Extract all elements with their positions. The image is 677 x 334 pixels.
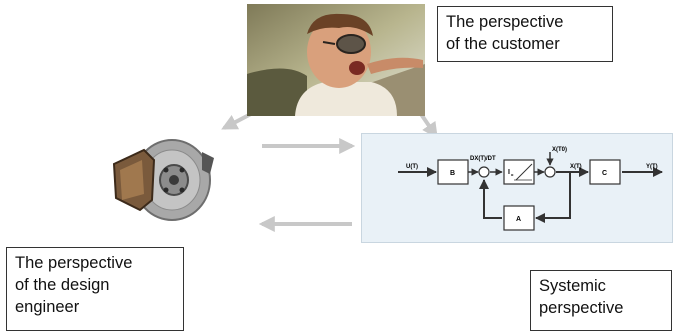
label-block-c: C	[602, 170, 607, 177]
signal-feedback-to-a	[535, 172, 571, 223]
systemic-perspective-box: Systemic perspective	[530, 270, 672, 331]
customer-label-line-2: of the customer	[446, 35, 560, 53]
engineer-perspective-box: The perspective of the design engineer	[6, 247, 184, 331]
engineer-label-line-2: of the design	[15, 276, 110, 294]
label-integrator: I	[508, 169, 510, 176]
block-diagram: U(T) DX(T)/DT X(T0) X(T) Y(T) B I o C A	[398, 147, 663, 231]
integrator-ramp	[515, 163, 533, 181]
engineer-label-line-1: The perspective	[15, 254, 133, 272]
summing-junction-2	[544, 166, 556, 178]
block-diagram-panel: U(T) DX(T)/DT X(T0) X(T) Y(T) B I o C A	[361, 133, 673, 243]
label-derivative: DX(T)/DT	[470, 156, 496, 162]
customer-label-line-1: The perspective	[446, 13, 564, 31]
customer-perspective-box: The perspective of the customer	[437, 6, 613, 62]
startled-driver-photo	[247, 4, 425, 116]
label-output: Y(T)	[646, 164, 658, 170]
systemic-label-line-1: Systemic	[539, 277, 606, 295]
signal-a-to-sum	[479, 179, 502, 219]
block-b	[437, 159, 469, 185]
disc-brake-image	[112, 139, 214, 221]
engineer-label-line-3: engineer	[15, 298, 80, 316]
block-a	[503, 205, 535, 231]
label-block-a: A	[516, 216, 521, 223]
systemic-label-line-2: perspective	[539, 299, 624, 317]
block-c	[589, 159, 621, 185]
summing-junction-1	[478, 166, 490, 178]
label-state: X(T)	[570, 164, 582, 170]
label-initial-state: X(T0)	[552, 147, 567, 153]
label-block-b: B	[450, 170, 455, 177]
label-integrator-sub: o	[511, 172, 514, 177]
label-input: U(T)	[406, 164, 418, 170]
